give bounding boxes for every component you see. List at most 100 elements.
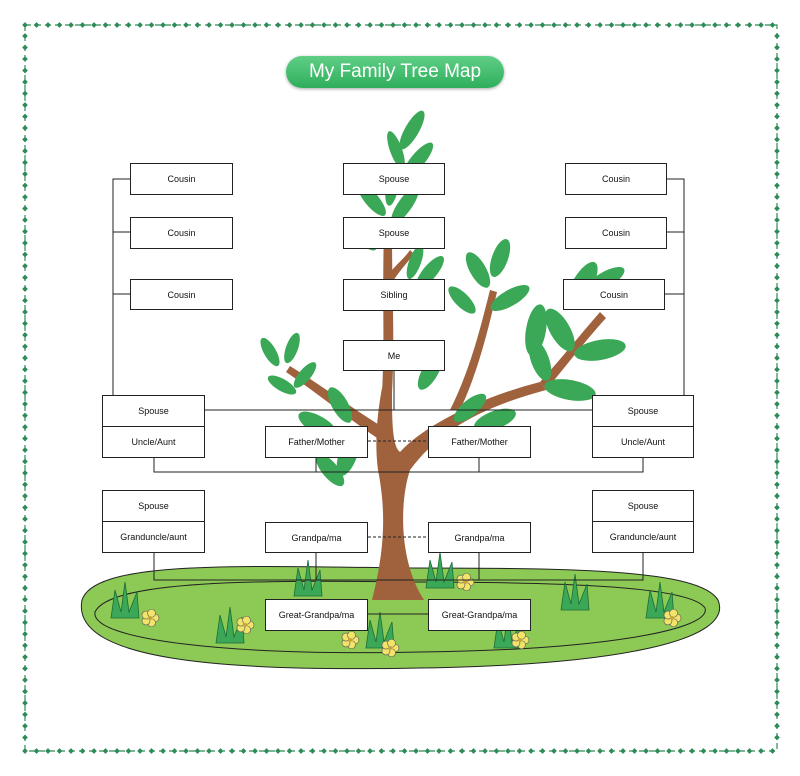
border-dot <box>631 22 638 28</box>
cousin-box-right-2: Cousin <box>565 217 667 249</box>
border-dot <box>91 22 97 28</box>
border-dot <box>774 102 780 108</box>
border-dot <box>774 228 780 235</box>
border-dot <box>774 504 780 511</box>
border-dot <box>700 748 707 754</box>
flower-petal <box>387 638 396 648</box>
leaf <box>490 285 530 311</box>
border-dot <box>666 22 672 28</box>
branch-right <box>450 290 497 410</box>
border-dot <box>654 22 661 28</box>
border-dot <box>689 748 695 754</box>
border-dot <box>608 22 615 28</box>
border-dot <box>774 527 780 534</box>
uncle-aunt-label: Uncle/Aunt <box>620 436 666 447</box>
border-dot <box>774 642 780 649</box>
border-dot <box>114 748 120 754</box>
border-dot <box>666 748 672 754</box>
ground-inner-line <box>94 580 706 654</box>
border-frame <box>24 24 778 752</box>
granduncle-aunt-label: Granduncle/aunt <box>120 531 187 542</box>
border-dot <box>22 286 28 292</box>
border-dot <box>735 748 741 754</box>
border-dot <box>275 748 281 754</box>
grass-tuft <box>215 606 245 644</box>
border-dot <box>723 22 730 28</box>
border-dot <box>774 148 780 154</box>
border-dot <box>22 470 28 476</box>
border-dot <box>774 286 780 292</box>
border-dot <box>22 677 28 683</box>
flower-petal <box>242 615 251 625</box>
cousin-box-left-3: Cousin <box>130 279 233 310</box>
border-dot <box>746 22 753 28</box>
border-dot <box>774 33 780 39</box>
border-dot <box>574 22 580 28</box>
flower <box>236 615 255 635</box>
branch-upper <box>384 250 414 286</box>
flower-center <box>148 616 152 620</box>
leaf <box>489 239 511 277</box>
border-dot <box>22 573 28 580</box>
border-dot <box>735 22 741 28</box>
border-dot <box>585 748 592 754</box>
me-box: Me <box>343 340 445 371</box>
border-dot <box>22 458 28 465</box>
leaf <box>315 453 345 487</box>
border-dot <box>22 389 28 396</box>
border-dot <box>137 22 143 28</box>
spouse-box-center-2: Spouse <box>343 217 445 249</box>
border-dot <box>171 748 178 754</box>
flower-center <box>463 580 467 584</box>
border-dot <box>774 274 780 281</box>
border-dot <box>240 748 247 754</box>
border-dot <box>539 748 546 754</box>
border-dot <box>45 748 51 754</box>
border-dot <box>22 734 28 741</box>
border-dot <box>774 194 780 200</box>
flower-center <box>388 646 392 650</box>
border-dot <box>401 748 408 754</box>
great-grandpa-ma-box-left: Great-Grandpa/ma <box>265 599 368 631</box>
border-dot <box>424 748 431 754</box>
border-dot <box>22 527 28 534</box>
grandpa-ma-box-left: Grandpa/ma <box>265 522 368 553</box>
border-dot <box>22 251 28 258</box>
border-dot <box>677 22 684 28</box>
border-dot <box>424 22 431 28</box>
border-dot <box>597 22 603 28</box>
border-dot <box>217 22 224 28</box>
border-dot <box>774 631 780 637</box>
leaf <box>260 337 280 367</box>
border-dot <box>539 22 546 28</box>
leaf <box>474 408 516 432</box>
border-dot <box>493 22 500 28</box>
border-dot <box>125 22 132 28</box>
border-dot <box>367 22 373 28</box>
border-dot <box>447 748 454 754</box>
border-dot <box>774 240 780 246</box>
border-dot <box>252 22 258 28</box>
border-dot <box>22 723 28 729</box>
border-dot <box>774 470 780 476</box>
border-dot <box>355 22 362 28</box>
border-dot <box>774 320 780 327</box>
border-dot <box>774 723 780 729</box>
border-dot <box>22 22 28 28</box>
grass-tuft <box>293 559 323 597</box>
cousin-box-right-1: Cousin <box>565 163 667 195</box>
border-dot <box>774 217 780 223</box>
border-dot <box>774 493 780 499</box>
leaf <box>406 244 424 280</box>
border-dot <box>758 748 764 754</box>
cousin-box-left-2: Cousin <box>130 217 233 249</box>
border-dot <box>22 355 28 361</box>
border-dot <box>769 748 776 754</box>
border-dot <box>22 159 28 166</box>
border-dot <box>774 378 780 384</box>
border-dot <box>22 631 28 637</box>
border-dot <box>774 447 780 453</box>
branch-far-right <box>540 312 606 390</box>
uncle-aunt-pair-left: Spouse Uncle/Aunt <box>102 395 205 458</box>
flower-petal <box>347 630 356 640</box>
